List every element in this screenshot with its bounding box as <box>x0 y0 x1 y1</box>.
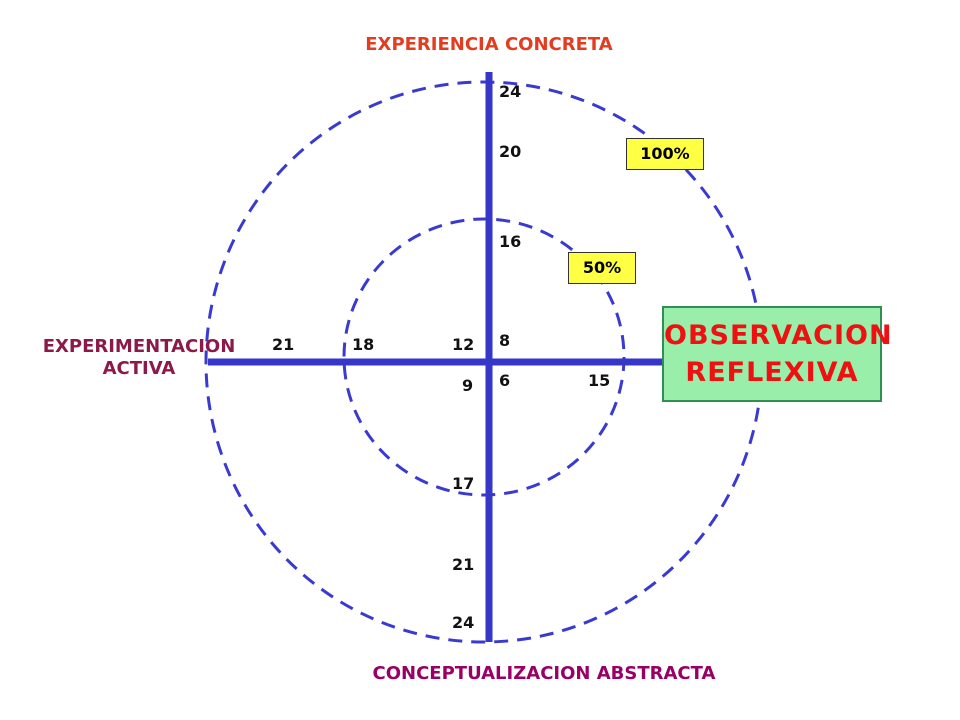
pole-label-left-line2: ACTIVA <box>102 358 176 379</box>
pole-label-right-box: OBSERVACION REFLEXIVA <box>662 306 893 402</box>
ring-label-inner: 50% <box>568 252 636 284</box>
pole-label-bottom: CONCEPTUALIZACION ABSTRACTA <box>372 663 716 684</box>
scale-top-20: 20 <box>499 142 522 161</box>
scale-left-21: 21 <box>272 335 295 354</box>
pole-label-right-line2: REFLEXIVA <box>685 357 859 388</box>
ring-label-outer: 100% <box>626 138 704 170</box>
pole-label-right-line1: OBSERVACION <box>664 320 893 351</box>
scale-right-15: 15 <box>588 371 611 390</box>
scale-bottom-24: 24 <box>452 613 475 632</box>
scale-top-6: 6 <box>499 371 511 390</box>
scale-top-24: 24 <box>499 82 522 101</box>
scale-left-18: 18 <box>352 335 375 354</box>
scale-bottom-17: 17 <box>452 474 475 493</box>
pole-label-left-line1: EXPERIMENTACION <box>42 336 236 357</box>
pole-label-top: EXPERIENCIA CONCRETA <box>365 34 613 55</box>
scale-bottom-21: 21 <box>452 555 475 574</box>
scale-bottom-9: 9 <box>462 376 474 395</box>
scale-top-16: 16 <box>499 232 522 251</box>
inner-ring-50 <box>342 217 626 497</box>
pole-label-left: EXPERIMENTACION ACTIVA <box>24 336 254 380</box>
scale-top-8: 8 <box>499 331 511 350</box>
scale-left-12: 12 <box>452 335 475 354</box>
